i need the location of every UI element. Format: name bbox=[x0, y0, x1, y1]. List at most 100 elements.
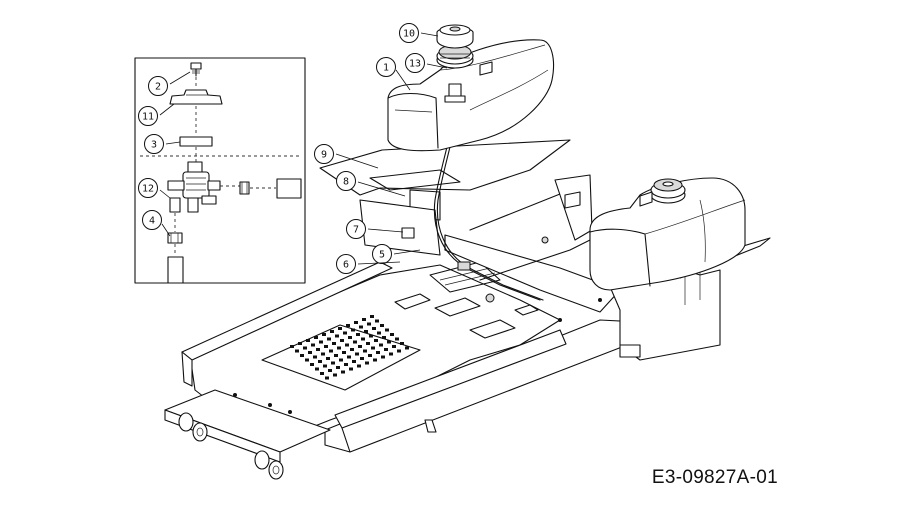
callout-leader-line bbox=[395, 69, 411, 91]
perforation-hole bbox=[351, 328, 355, 332]
callout-leader-line bbox=[393, 249, 421, 255]
perforation-hole bbox=[326, 357, 330, 360]
perforation-hole bbox=[306, 339, 310, 342]
perforation-hole bbox=[380, 324, 384, 327]
perforation-hole bbox=[392, 345, 396, 348]
perforation-hole bbox=[331, 361, 335, 365]
perforation-hole bbox=[295, 349, 299, 353]
callout-6: 6 bbox=[336, 254, 401, 274]
perforation-hole bbox=[333, 373, 337, 377]
callout-circle bbox=[372, 244, 392, 264]
callout-leader-line bbox=[420, 32, 439, 37]
perforation-hole bbox=[318, 360, 322, 363]
perforation-hole bbox=[364, 330, 368, 333]
callout-circle bbox=[142, 210, 162, 230]
callout-number: 2 bbox=[155, 82, 161, 93]
callout-number: 5 bbox=[379, 250, 385, 261]
fuel-tank-upper bbox=[387, 24, 555, 152]
callout-13: 13 bbox=[405, 53, 448, 73]
detail-inset bbox=[134, 57, 306, 284]
perforation-hole bbox=[315, 367, 319, 371]
callout-leader-line bbox=[357, 181, 406, 197]
perforation-hole bbox=[305, 358, 309, 362]
rubber-plate-part bbox=[179, 136, 213, 147]
perforation-hole bbox=[310, 363, 314, 366]
perforation-hole bbox=[329, 349, 333, 353]
perforation-hole bbox=[303, 346, 307, 350]
perforation-hole bbox=[372, 327, 376, 330]
callout-number: 1 bbox=[383, 63, 389, 74]
perforation-hole bbox=[381, 355, 385, 359]
callout-leader-line bbox=[159, 103, 175, 116]
callout-12: 12 bbox=[138, 178, 171, 199]
callout-number: 11 bbox=[142, 112, 154, 123]
perforation-hole bbox=[323, 364, 327, 368]
perforation-hole bbox=[327, 337, 331, 341]
perforation-hole bbox=[311, 343, 315, 347]
perforation-hole bbox=[342, 351, 346, 354]
perforation-hole bbox=[354, 321, 358, 324]
perforation-hole bbox=[314, 336, 318, 339]
callout-5: 5 bbox=[372, 244, 421, 264]
perforation-hole bbox=[405, 346, 409, 350]
perforation-hole bbox=[298, 342, 302, 345]
perforation-hole bbox=[335, 334, 339, 338]
callout-circle bbox=[336, 254, 356, 274]
callout-10: 10 bbox=[399, 23, 439, 43]
perforation-hole bbox=[328, 369, 332, 372]
callout-leader-line bbox=[357, 261, 401, 265]
callout-number: 10 bbox=[403, 29, 415, 40]
callout-3: 3 bbox=[144, 134, 181, 154]
perforation-hole bbox=[339, 358, 343, 362]
callout-circle bbox=[399, 23, 419, 43]
fuel-hose-part bbox=[167, 256, 184, 284]
perforation-hole bbox=[320, 372, 324, 375]
perforation-hole bbox=[322, 333, 326, 336]
perforation-hole bbox=[376, 351, 380, 354]
perforation-hole bbox=[385, 328, 389, 332]
perforation-hole bbox=[395, 337, 399, 341]
callout-number: 12 bbox=[142, 184, 154, 195]
perforation-hole bbox=[290, 345, 294, 348]
perforation-hole bbox=[355, 352, 359, 356]
perforation-hole bbox=[397, 349, 401, 353]
clamp-part bbox=[169, 89, 223, 105]
callout-circle bbox=[336, 171, 356, 191]
callout-circle bbox=[138, 178, 158, 198]
callout-number: 4 bbox=[149, 216, 155, 227]
perforation-hole bbox=[338, 327, 342, 330]
callout-circle bbox=[144, 134, 164, 154]
perforation-hole bbox=[379, 343, 383, 347]
callout-leader-line bbox=[169, 71, 191, 85]
perforation-hole bbox=[400, 342, 404, 345]
perforation-hole bbox=[324, 345, 328, 348]
callout-circle bbox=[376, 57, 396, 77]
fuel-valve-part bbox=[167, 161, 240, 213]
callout-circle bbox=[138, 106, 158, 126]
perforation-hole bbox=[358, 345, 362, 348]
hose-clip-part bbox=[167, 232, 183, 244]
callout-number: 6 bbox=[343, 260, 349, 271]
callout-leader-line bbox=[161, 223, 171, 237]
callout-leader-line bbox=[165, 141, 181, 145]
perforation-hole bbox=[350, 348, 354, 351]
callout-4: 4 bbox=[142, 210, 171, 237]
perforation-hole bbox=[352, 360, 356, 363]
perforation-hole bbox=[349, 367, 353, 371]
callout-circle bbox=[314, 144, 334, 164]
perforation-hole bbox=[332, 342, 336, 345]
callout-circle bbox=[148, 76, 168, 96]
perforation-hole bbox=[308, 351, 312, 354]
perforation-hole bbox=[374, 339, 378, 342]
callout-circle bbox=[405, 53, 425, 73]
screw-part bbox=[190, 62, 202, 77]
fuel-tank-right bbox=[589, 177, 746, 291]
callout-number: 9 bbox=[321, 150, 327, 161]
perforation-hole bbox=[371, 346, 375, 350]
perforation-hole bbox=[370, 315, 374, 318]
perforation-hole bbox=[348, 336, 352, 339]
perforation-hole bbox=[384, 348, 388, 351]
perforation-hole bbox=[340, 339, 344, 342]
perforation-grid bbox=[290, 315, 409, 380]
